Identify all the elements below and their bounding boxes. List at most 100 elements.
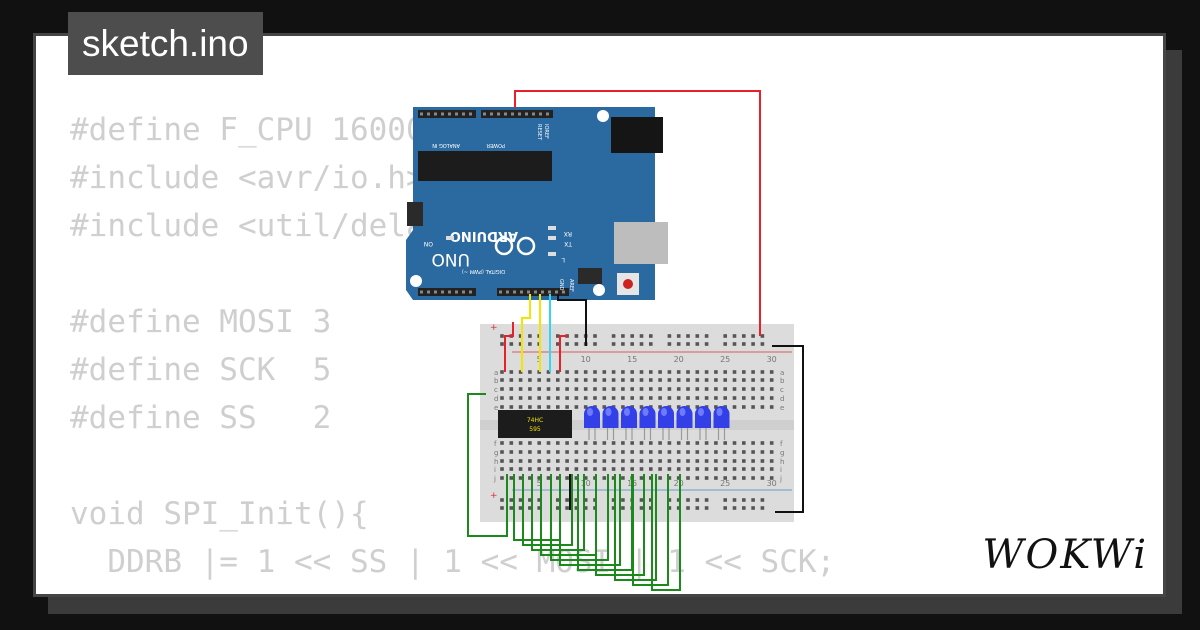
rail-plus-label-bottom: + bbox=[490, 491, 498, 501]
status-leds bbox=[446, 226, 556, 256]
row-label: d bbox=[494, 395, 498, 403]
row-label: j bbox=[779, 475, 782, 483]
reset-button-cap-icon[interactable] bbox=[623, 279, 633, 289]
row-label: b bbox=[780, 377, 785, 385]
row-label: i bbox=[780, 466, 782, 474]
column-label: 10 bbox=[581, 355, 591, 364]
mount-hole-icon bbox=[593, 284, 605, 296]
row-label: j bbox=[493, 475, 496, 483]
l-label: L bbox=[561, 256, 565, 263]
wire-5v-red bbox=[514, 90, 761, 336]
usb-port bbox=[614, 222, 668, 264]
board-model: UNO bbox=[431, 249, 470, 269]
code-line: #define SS 2 bbox=[70, 400, 332, 436]
row-label: f bbox=[780, 440, 783, 448]
gnd-label: GND bbox=[558, 279, 564, 291]
row-label: f bbox=[494, 440, 497, 448]
blue-led bbox=[639, 406, 656, 440]
reset-label: RESET bbox=[536, 124, 542, 141]
wire-green bbox=[614, 474, 657, 581]
board-brand: ARDUINO bbox=[450, 228, 518, 243]
breadboard-holes bbox=[500, 334, 774, 510]
code-line: #define SCK 5 bbox=[70, 352, 332, 388]
arduino-logo-icon bbox=[494, 236, 536, 256]
ioref-label: IOREF bbox=[543, 124, 549, 139]
power-jack bbox=[611, 117, 663, 153]
digital-label: DIGITAL (PWM ~) bbox=[462, 268, 505, 274]
row-label: c bbox=[780, 386, 784, 394]
column-label: 10 bbox=[581, 479, 591, 488]
wire-green bbox=[559, 474, 621, 566]
row-label: h bbox=[780, 458, 784, 466]
blue-led bbox=[676, 406, 693, 440]
header-digital bbox=[418, 288, 569, 296]
blue-led bbox=[621, 406, 637, 440]
code-line: #define MOSI 3 bbox=[70, 304, 332, 340]
blue-led bbox=[713, 406, 730, 440]
column-label: 25 bbox=[720, 355, 730, 364]
code-line: void SPI_Init(){ bbox=[70, 496, 369, 532]
code-line: DDRB |= 1 << SS | 1 << MOSI | 1 << SCK; bbox=[70, 544, 836, 580]
wire-green bbox=[651, 474, 681, 591]
chip-label-line2: 595 bbox=[529, 426, 541, 433]
row-label: c bbox=[494, 386, 498, 394]
on-label: ON bbox=[424, 240, 433, 247]
column-label: 30 bbox=[767, 479, 777, 488]
rx-label: RX bbox=[564, 230, 572, 237]
wire-green bbox=[522, 474, 573, 546]
wire-red-b bbox=[559, 335, 568, 372]
wire-gnd-black bbox=[557, 294, 587, 346]
mount-hole-icon bbox=[410, 275, 422, 287]
power-label: POWER bbox=[486, 142, 505, 148]
aref-label: AREF bbox=[568, 279, 574, 292]
row-label: h bbox=[494, 458, 498, 466]
row-label: d bbox=[780, 395, 784, 403]
icsp-header bbox=[407, 202, 602, 284]
blue-led bbox=[658, 406, 674, 440]
code-line: #include <avr/io.h> bbox=[70, 160, 425, 196]
wokwi-logo: WOKWi bbox=[982, 532, 1148, 578]
row-label: g bbox=[494, 449, 498, 457]
mount-hole-icon bbox=[597, 110, 609, 122]
arduino-uno-board: ARDUINO UNO ON TX RX L DIGITAL (PWM ~) A… bbox=[406, 107, 668, 300]
wire-rail-black bbox=[772, 345, 804, 513]
blue-led bbox=[584, 406, 600, 440]
wire-green bbox=[632, 474, 669, 586]
wires bbox=[467, 90, 804, 591]
column-label: 20 bbox=[674, 479, 684, 488]
row-label: a bbox=[780, 369, 784, 377]
tx-label: TX bbox=[564, 240, 573, 247]
wire-green bbox=[531, 474, 585, 551]
column-label: 20 bbox=[674, 355, 684, 364]
header-analog-power bbox=[418, 110, 553, 118]
analog-label: ANALOG IN bbox=[432, 142, 460, 148]
row-label: g bbox=[780, 449, 784, 457]
shift-register-chip: 74HC 595 bbox=[498, 410, 572, 438]
atmega-chip bbox=[418, 151, 552, 181]
led-row bbox=[584, 406, 730, 440]
code-line: SPCR |= 1 << SPE | 1 << MSTR | 1 << SPR1… bbox=[70, 586, 872, 594]
wire-red-a bbox=[504, 322, 514, 372]
wire-green-ss bbox=[467, 393, 508, 537]
rail-plus-label: + bbox=[490, 323, 498, 333]
row-label: e bbox=[494, 404, 498, 412]
wire-green-bundle bbox=[513, 474, 681, 591]
wire-green bbox=[550, 474, 609, 561]
blue-led bbox=[695, 406, 711, 440]
file-title-tab: sketch.ino bbox=[68, 12, 263, 75]
row-label: a bbox=[494, 369, 498, 377]
wire-green bbox=[595, 474, 645, 576]
wire-yellow bbox=[521, 294, 531, 372]
chip-label-line1: 74HC bbox=[527, 417, 543, 424]
blue-led bbox=[602, 406, 619, 440]
column-label: 5 bbox=[537, 479, 542, 488]
column-label: 30 bbox=[767, 355, 777, 364]
column-label: 25 bbox=[720, 479, 730, 488]
code-listing: #define F_CPU 16000000UL#include <avr/io… bbox=[70, 106, 873, 594]
column-label: 15 bbox=[627, 355, 637, 364]
row-label: b bbox=[494, 377, 499, 385]
row-label: i bbox=[494, 466, 496, 474]
row-label: e bbox=[780, 404, 784, 412]
